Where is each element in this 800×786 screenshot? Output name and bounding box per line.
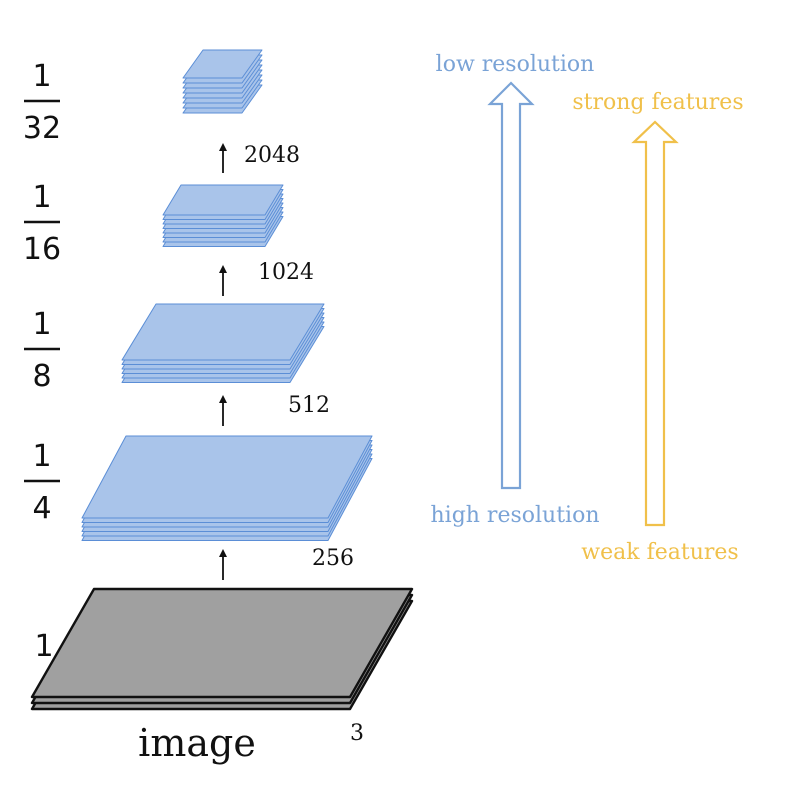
channel-count-label: 256 — [312, 546, 354, 571]
scale-label-level-4: 1 4 — [24, 439, 60, 526]
scale-numerator: 1 — [32, 307, 51, 342]
feature-map-layer — [182, 49, 263, 79]
channel-count-label: 1024 — [258, 260, 314, 285]
feature-map-layer — [81, 435, 373, 519]
up-arrow-icon — [487, 81, 535, 490]
feature-map-stack-1-4 — [81, 435, 373, 541]
resolution-bottom-label: high resolution — [430, 503, 599, 528]
image-channel-count: 3 — [350, 721, 364, 746]
scale-denominator: 4 — [32, 491, 51, 526]
feature-map-stack-1-16 — [162, 184, 284, 247]
channel-count-label: 512 — [288, 393, 330, 418]
feature-map-layer — [162, 184, 284, 216]
up-arrow-icon — [631, 120, 679, 527]
image-layer — [30, 587, 414, 699]
scale-label-level-1: 1 32 — [23, 59, 61, 146]
channel-count-label: 2048 — [244, 143, 300, 168]
input-image-stack — [30, 587, 414, 711]
image-scale-label: 1 — [34, 629, 53, 664]
image-label: image — [138, 721, 256, 765]
feature-map-stack-1-32 — [182, 49, 263, 114]
scale-denominator: 8 — [32, 359, 51, 394]
features-top-label: strong features — [572, 90, 743, 115]
scale-denominator: 32 — [23, 111, 61, 146]
scale-numerator: 1 — [32, 439, 51, 474]
scale-denominator: 16 — [23, 232, 61, 267]
scale-numerator: 1 — [32, 180, 51, 215]
scale-label-level-2: 1 16 — [23, 180, 61, 267]
resolution-top-label: low resolution — [436, 52, 595, 77]
features-bottom-label: weak features — [581, 540, 738, 565]
scale-label-level-3: 1 8 — [24, 307, 60, 394]
feature-map-layer — [121, 303, 325, 361]
feature-map-stack-1-8 — [121, 303, 325, 383]
scale-numerator: 1 — [32, 59, 51, 94]
